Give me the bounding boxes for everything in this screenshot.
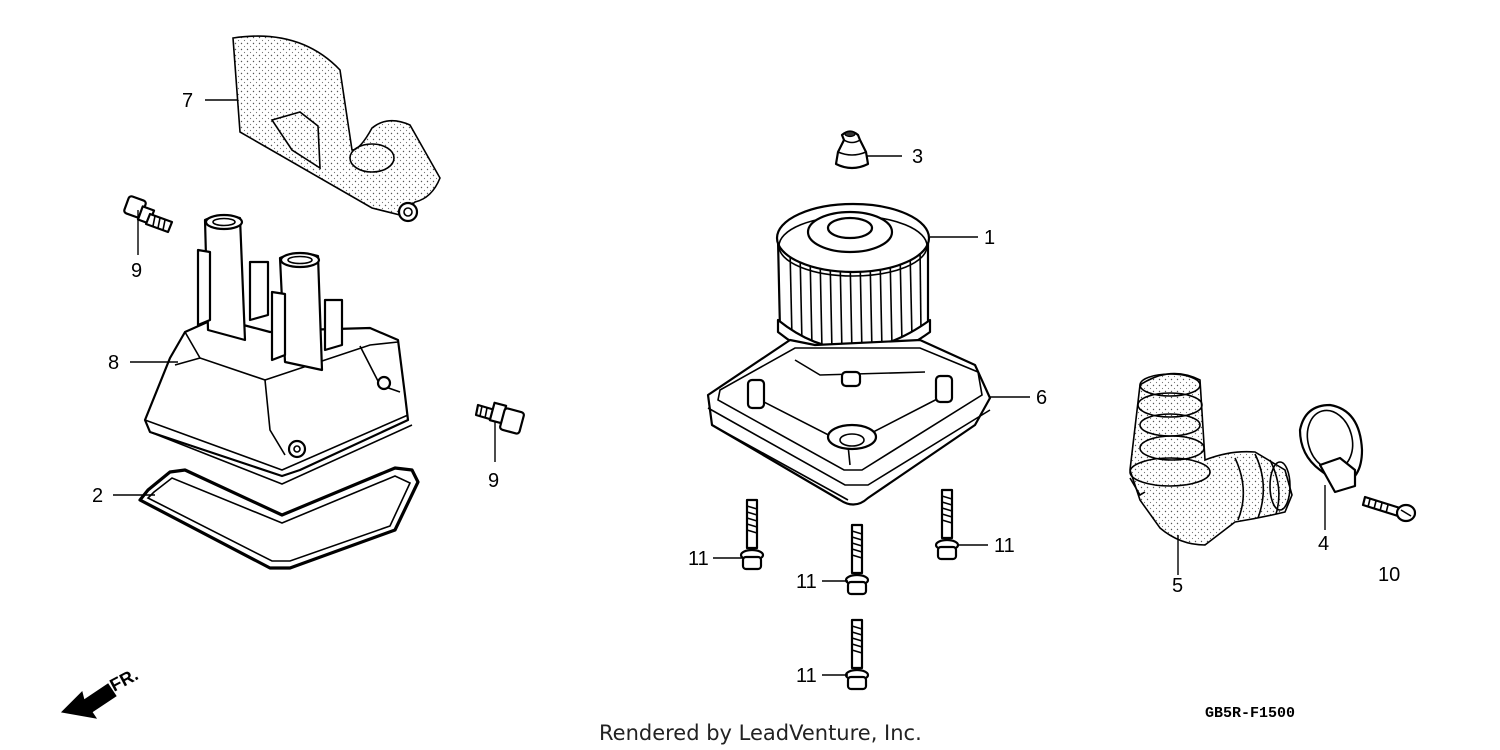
part-5-upper-case[interactable] <box>143 213 413 485</box>
callout-8: 4 <box>1318 533 1329 555</box>
part-3-grommet[interactable] <box>834 130 870 170</box>
part-8-clamp[interactable] <box>1298 403 1364 494</box>
part-2-gasket[interactable] <box>138 466 420 570</box>
part-11-bolt-c[interactable] <box>934 488 960 561</box>
part-11-bolt-b[interactable] <box>844 523 870 596</box>
part-10-screw[interactable] <box>1361 495 1417 523</box>
callout-6: 6 <box>1036 387 1047 409</box>
callout-3: 3 <box>912 146 923 168</box>
callout-11-a: 11 <box>688 548 709 570</box>
leader-lines <box>113 99 1326 676</box>
callout-9-left: 9 <box>131 260 142 282</box>
callout-2: 2 <box>92 485 103 507</box>
part-1-filter-element[interactable] <box>775 202 932 363</box>
callout-5: 8 <box>108 352 119 374</box>
part-11-bolt-d[interactable] <box>844 618 870 691</box>
part-6-lower-case[interactable] <box>706 338 992 506</box>
front-direction-arrow: FR. <box>60 664 141 719</box>
part-9-bolt-left[interactable] <box>123 195 174 234</box>
callout-11-b: 11 <box>796 571 817 593</box>
credit-text: Rendered by LeadVenture, Inc. <box>599 721 922 745</box>
part-9-bolt-right[interactable] <box>474 401 525 435</box>
callout-4: 7 <box>182 90 193 112</box>
part-4-shield-plate[interactable] <box>232 35 441 223</box>
callout-7: 5 <box>1172 575 1183 597</box>
part-11-bolt-a[interactable] <box>739 498 765 571</box>
callout-10: 10 <box>1378 564 1400 586</box>
part-7-intake-boot[interactable] <box>1129 372 1293 546</box>
callout-9-right: 9 <box>488 470 499 492</box>
callout-1: 1 <box>984 227 995 249</box>
callout-11-d: 11 <box>796 665 817 687</box>
callout-11-c: 11 <box>994 535 1015 557</box>
diagram-code: GB5R-F1500 <box>1205 705 1295 722</box>
